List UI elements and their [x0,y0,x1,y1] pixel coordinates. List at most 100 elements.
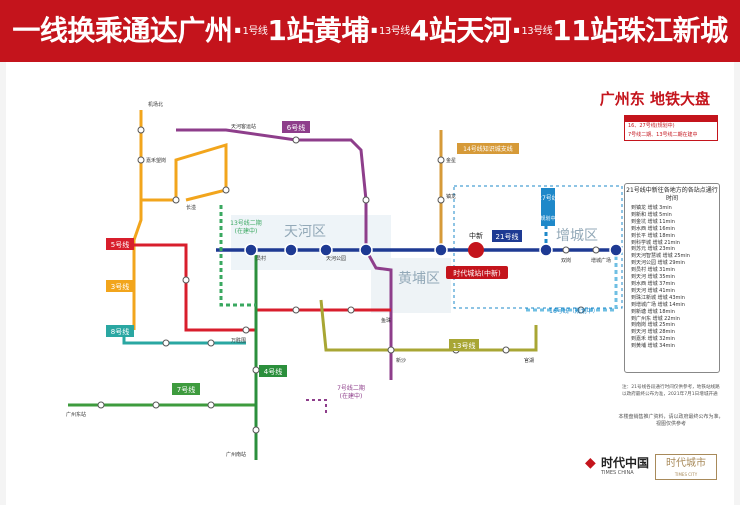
station-dot[interactable] [172,196,180,204]
headline-dot: · [232,14,243,47]
times-china-logo-icon: ◆ [585,455,596,471]
station-dot[interactable] [362,196,370,204]
line16-route [526,250,618,312]
headline-dot: · [368,14,380,47]
station-dot[interactable] [347,306,355,314]
station-dot[interactable] [252,366,260,374]
station-dot[interactable] [252,426,260,434]
line21-label: 21号线 [496,232,519,241]
headline: 一线换乘通达广州·1号线1站黄埔·13号线4站天河·13号线11站珠江新城 [0,0,740,62]
station-dot[interactable] [222,186,230,194]
line13b-label: 13号线二期 [230,219,262,227]
project-station-marker[interactable] [468,242,484,258]
brand-note-line: 7号线二期、13号线二期在建中 [628,132,698,138]
developer-name: 时代中国 [601,456,650,470]
station-dot[interactable] [152,401,160,409]
tianhe-district-area [231,215,391,270]
line13-badge [449,339,479,351]
travel-time-row: 到新塘 增城 18min [631,308,675,315]
travel-time-row: 到员村 增城 31min [631,267,675,274]
line8-route [122,330,246,345]
line3-label: 3号线 [111,282,129,291]
interchange-node[interactable] [434,243,448,257]
travel-time-row: 到新和 增城 5min [631,211,672,218]
line4-label: 4号线 [264,367,282,376]
interchange-node[interactable] [284,243,298,257]
station-label: 天河公园 [326,255,346,262]
line7b-label: 7号线二期 [337,384,365,392]
station-dot[interactable] [97,401,105,409]
developer-name-en: TIMES CHINA [601,470,634,476]
station-label: 万胜围 [231,337,246,344]
line-tag-2: 13号线 [379,26,410,37]
station-label: 镇龙 [446,193,456,200]
station-dot[interactable] [207,339,215,347]
line7b-sub: (在建中) [340,392,363,400]
line27-badge [541,188,555,226]
line6-badge [282,121,310,133]
station-dot[interactable] [502,346,510,354]
station-dot[interactable] [562,246,570,254]
station-dot[interactable] [437,156,445,164]
line4-badge [259,365,287,377]
line7-badge [172,383,200,395]
station-label-zhongxin: 中新 [469,231,483,240]
station-dot[interactable] [577,306,585,314]
line27-label: 27号线 [538,194,558,202]
line5-route [114,243,391,332]
travel-time-row: 到增城广场 增城 14min [631,301,685,308]
travel-time-row: 到天河 增城 28min [631,329,675,336]
station-dot[interactable] [207,401,215,409]
travel-time-row: 到广州东 增城 22min [631,315,680,322]
station-label: 天河客运站 [231,123,256,130]
station-dot[interactable] [242,326,250,334]
line21-badge [492,230,522,242]
station-dot[interactable] [182,276,190,284]
station-label: 机场北 [148,101,163,108]
line6-route [176,128,393,380]
station-label: 员村 [256,255,266,262]
interchange-node[interactable] [244,243,258,257]
station-dot[interactable] [292,136,300,144]
station-label: 长湴 [186,204,196,211]
station-label: 广州南站 [226,451,246,458]
interchange-node[interactable] [359,243,373,257]
station-label: 金星 [446,157,456,164]
station-dot[interactable] [437,196,445,204]
travel-time-row: 到苏元 增城 23min [631,246,675,253]
project-station-tag [446,266,508,279]
line13b-sub: (在建中) [235,227,258,235]
headline-seg1: 1站黄埔 [267,14,369,47]
interchange-node[interactable] [539,243,553,257]
station-dot[interactable] [387,346,395,354]
brand-block: 广州东 地铁大盘 [598,88,710,109]
logo-area: ◆ 时代中国 TIMES CHINA 时代城市 TIMES CITY [585,452,725,482]
line13-label: 13号线 [453,341,476,350]
travel-time-row: 到天河 增城 35min [631,274,675,281]
station-label: 双岗 [561,258,571,264]
interchange-node[interactable] [609,243,623,257]
station-dot[interactable] [592,246,600,254]
station-dot[interactable] [162,339,170,347]
line27-sub: (规划中) [539,215,558,222]
line5-label: 5号线 [111,240,129,249]
travel-time-title: 21号线中新往各地方的各站点通行时间 [626,187,718,202]
travel-time-row: 到镇龙 增城 3min [631,205,672,211]
travel-time-row: 到嘉禾 增城 32min [631,336,675,343]
line5-badge [106,238,134,250]
headline-seg3: 11站珠江新城 [552,14,728,47]
brand-title: 广州东 地铁大盘 [599,90,710,108]
brand-note: 16、27号线(规划中) 7号线二期、13号线二期在建中 [624,115,718,141]
station-dot[interactable] [292,306,300,314]
station-label: 嘉禾望岗 [146,157,166,164]
interchange-node[interactable] [319,243,333,257]
travel-time-table: 21号线中新往各地方的各站点通行时间 到镇龙 增城 3min 到新和 增城 5m… [624,183,720,373]
travel-time-row: 到科学城 增城 21min [631,239,680,246]
station-dot[interactable] [137,156,145,164]
travel-time-rows: 到镇龙 增城 3min 到新和 增城 5min 到金坑 增城 11min 到水西… [625,205,719,350]
travel-time-row: 到黄埔 增城 34min [631,343,675,350]
station-dot[interactable] [137,126,145,134]
line7-label: 7号线 [177,385,195,394]
line8-badge [106,325,134,337]
station-label: 官湖 [524,357,534,364]
